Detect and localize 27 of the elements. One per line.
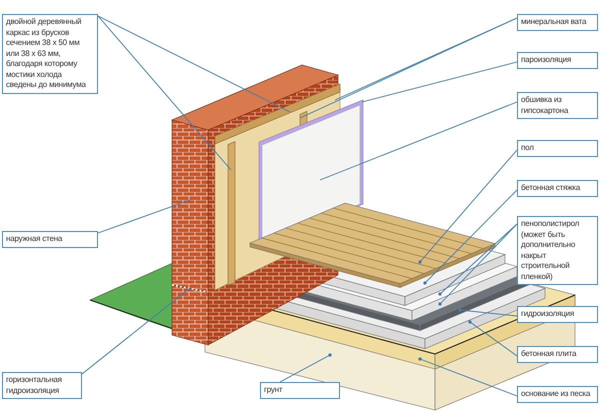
leader-line: [362, 62, 518, 102]
callout-label: пенополистирол (может быть дополнительно накрыт строительной пленкой): [517, 216, 598, 285]
leader-line: [458, 308, 518, 316]
callout-label: минеральная вата: [517, 14, 598, 30]
leader-line: [423, 190, 518, 285]
leader-line: [320, 102, 518, 180]
callout-label: основание из песка: [517, 386, 598, 402]
leader-line: [334, 18, 518, 100]
callout-label: обшивка из гипсокартона: [517, 92, 598, 119]
leader-line: [280, 353, 332, 382]
leader-line: [468, 320, 518, 356]
callout-label: гидроизоляция: [517, 306, 598, 322]
callout-label: пароизоляция: [517, 52, 598, 68]
callout-label: грунт: [260, 382, 340, 398]
leader-line: [300, 18, 518, 118]
callout-label: наружная стена: [2, 231, 98, 248]
callout-label: двойной деревянный каркас из брусков сечением 38 х 50 мм или 38 х 63 мм, благодаря которому мостики холода сведены до минимума: [2, 14, 98, 94]
callout-label: пол: [517, 140, 598, 156]
leader-line: [418, 150, 518, 264]
callout-label: горизонтальная гидроизоляция: [2, 372, 82, 399]
leader-line: [98, 16, 290, 112]
leader-line: [98, 16, 232, 170]
leader-line: [82, 288, 190, 374]
leader-line: [418, 357, 518, 396]
callout-label: бетонная плита: [517, 346, 598, 362]
leader-line: [98, 200, 190, 234]
callout-label: бетонная стяжка: [517, 180, 598, 196]
